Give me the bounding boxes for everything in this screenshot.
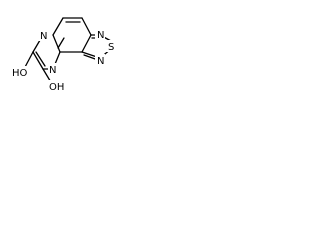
oh-left-label: HO bbox=[12, 68, 28, 79]
oh-right-label: OH bbox=[49, 82, 64, 93]
oh-right-halo bbox=[48, 80, 65, 92]
bond-c2-c3 bbox=[32, 51, 44, 70]
n-top-left-label: N bbox=[40, 31, 47, 42]
bond-lines bbox=[23, 17, 112, 85]
n-thiadiazole-right-halo bbox=[95, 28, 105, 40]
n-bottom-middle-halo bbox=[48, 63, 58, 75]
bond-c7-c6 bbox=[81, 17, 92, 36]
oh-left-halo bbox=[11, 66, 28, 78]
bond-c2-c3-double bbox=[35, 51, 46, 67]
bond-c4a-n1 bbox=[52, 34, 61, 53]
bond-c6-c5 bbox=[81, 34, 92, 53]
s-thiadiazole-label: S bbox=[108, 42, 114, 53]
n-thiadiazole-bottom-label: N bbox=[97, 56, 104, 67]
atom-labels: N N N S N HO OH bbox=[11, 28, 116, 93]
n-bottom-middle-label: N bbox=[49, 65, 56, 76]
n-thiadiazole-bottom-halo bbox=[95, 54, 105, 66]
bond-c8a-c8 bbox=[52, 17, 64, 36]
s-thiadiazole-halo bbox=[106, 40, 116, 52]
n-thiadiazole-right-label: N bbox=[97, 30, 104, 41]
molecule-structure: N N N S N HO OH bbox=[11, 17, 116, 93]
bond-ring-inner-double bbox=[57, 37, 65, 49]
n-top-left-halo bbox=[38, 29, 48, 41]
